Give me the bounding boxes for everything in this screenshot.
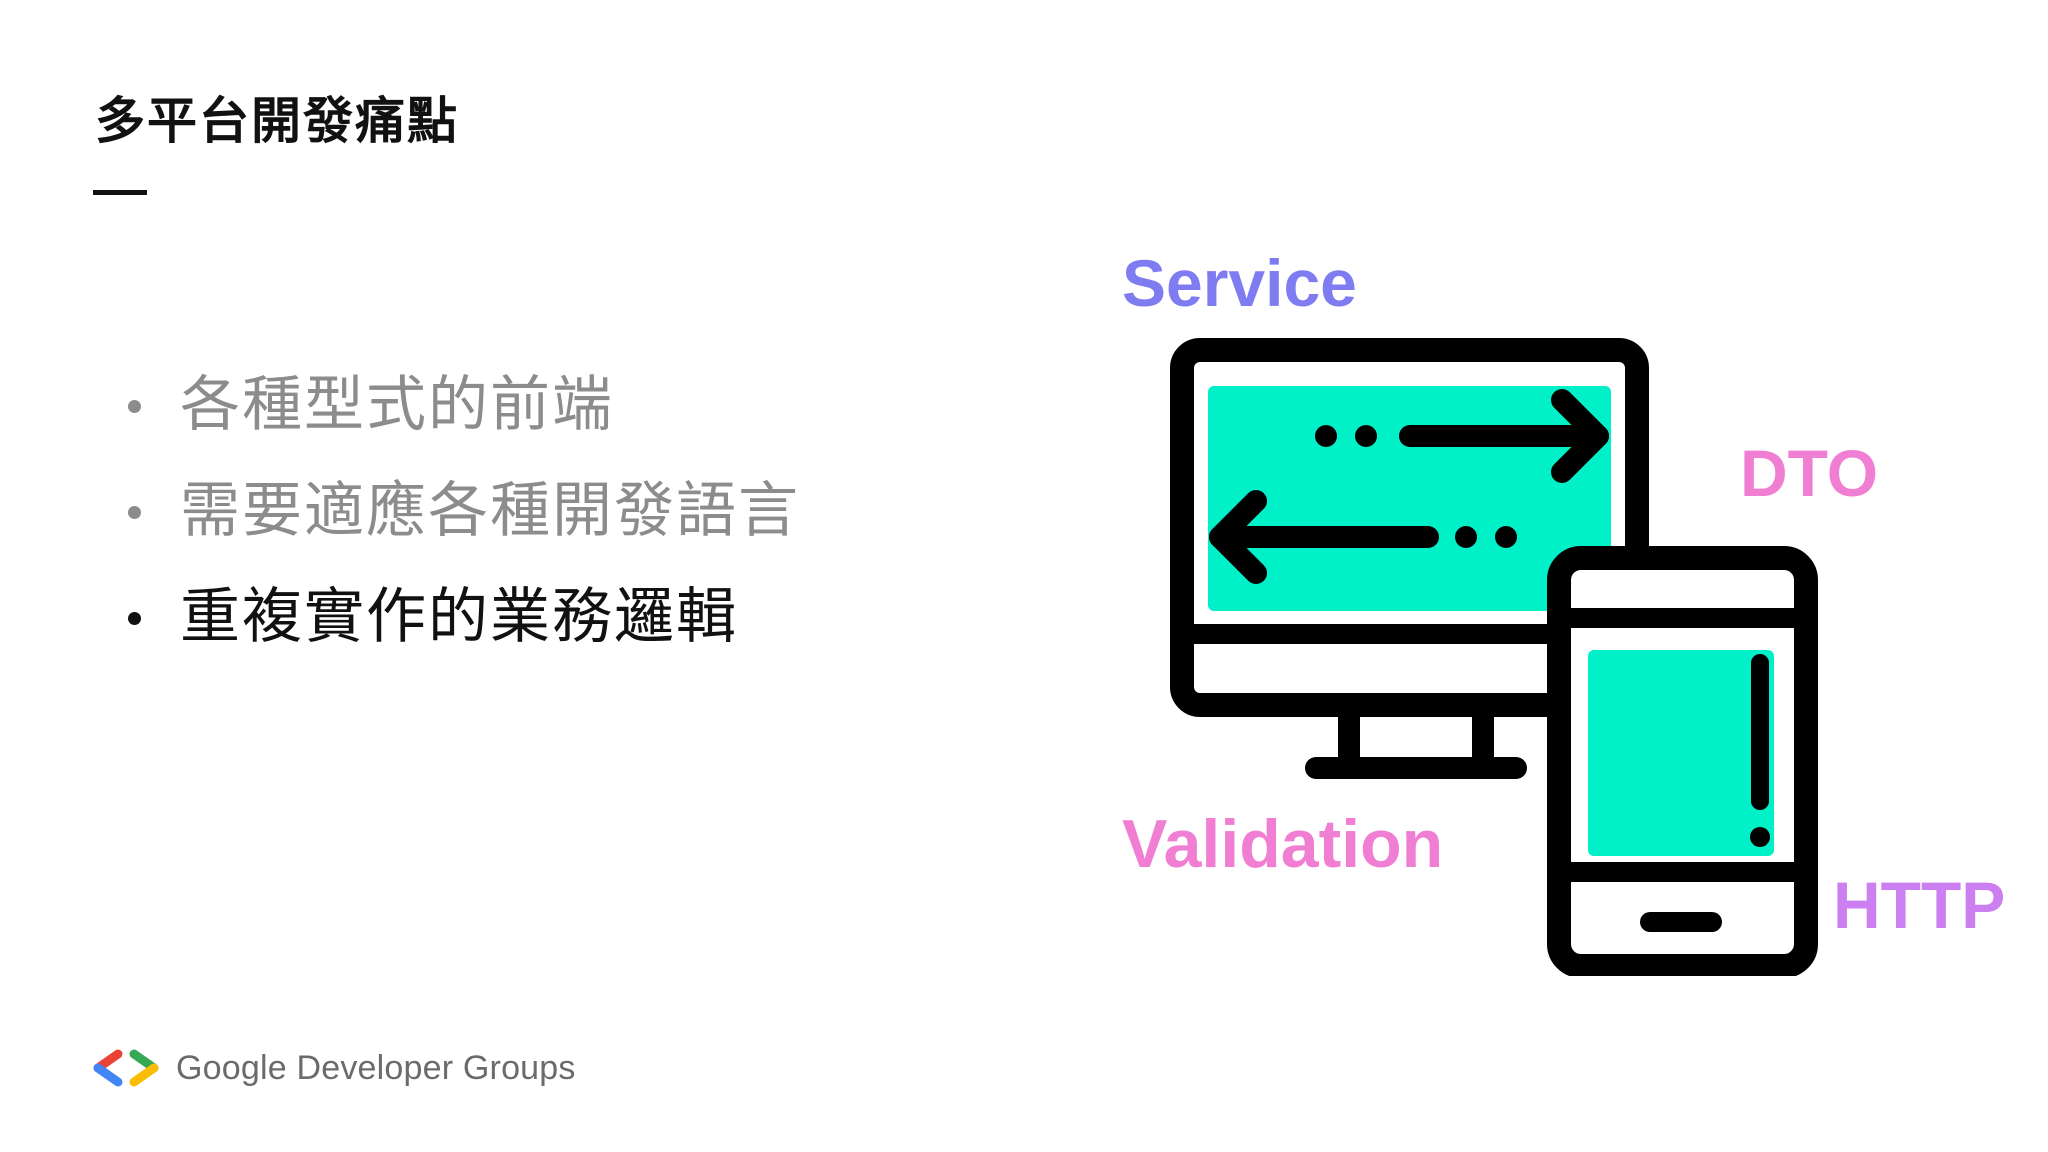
bullet-text: 重複實作的業務邏輯 [180, 582, 738, 652]
footer-brand: Google Developer Groups [176, 1048, 576, 1087]
validation-label: Validation [1122, 806, 1444, 882]
bullet-item: 各種型式的前端 [120, 370, 800, 476]
service-label: Service [1122, 246, 1357, 320]
title-underline [93, 190, 147, 195]
arrow-right-icon [1315, 389, 1609, 483]
bullet-item: 需要適應各種開發語言 [120, 476, 800, 582]
bullet-dot [128, 400, 141, 413]
slide-title: 多平台開發痛點 [95, 92, 459, 150]
bullet-list: 各種型式的前端 需要適應各種開發語言 重複實作的業務邏輯 [120, 370, 800, 688]
footer: Google Developer Groups [88, 1043, 576, 1093]
bullet-text: 各種型式的前端 [180, 370, 614, 440]
bullet-item: 重複實作的業務邏輯 [120, 582, 800, 688]
mobile-phone-icon [1547, 546, 1818, 976]
bullet-dot [128, 506, 141, 519]
dto-label: DTO [1740, 436, 1879, 510]
gdg-logo-icon [93, 1049, 159, 1087]
http-label: HTTP [1833, 868, 2006, 942]
bullet-text: 需要適應各種開發語言 [180, 476, 800, 546]
arrow-left-icon [1209, 490, 1517, 584]
devices-illustration [1170, 338, 1818, 976]
bullet-dot [128, 612, 141, 625]
